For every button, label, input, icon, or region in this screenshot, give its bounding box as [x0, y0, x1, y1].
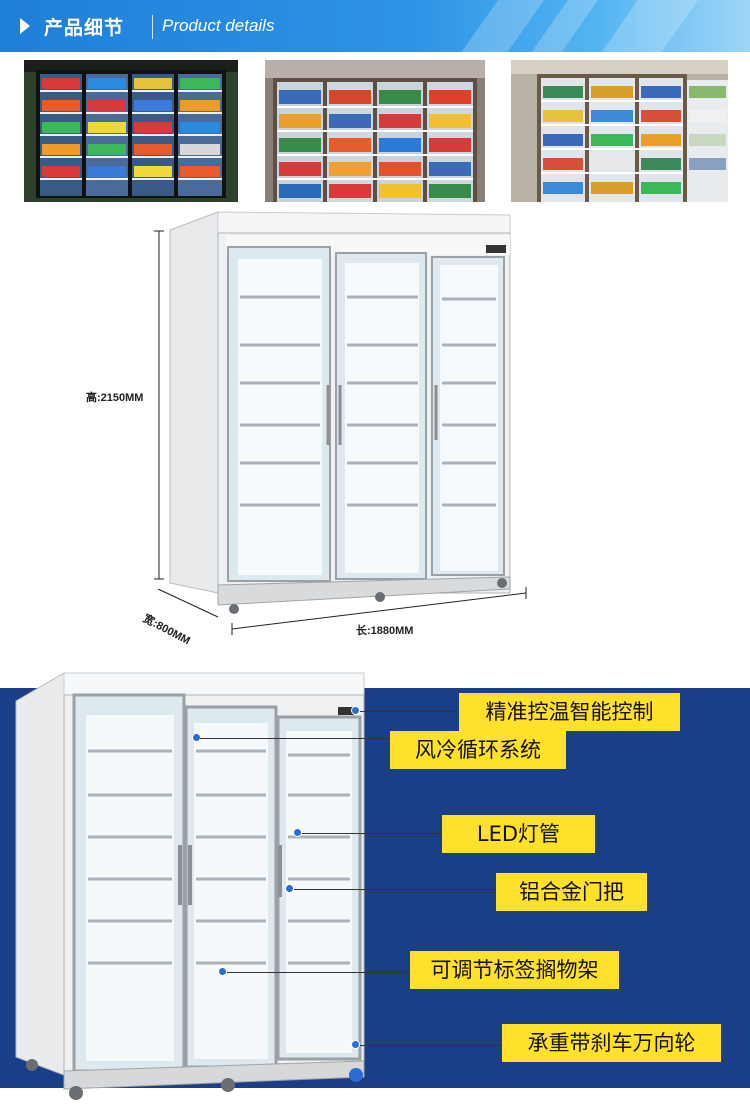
callout-leader	[294, 889, 496, 890]
callout-dot	[351, 706, 360, 715]
callout-dot	[285, 884, 294, 893]
feature-cabinet-image	[15, 672, 365, 1100]
length-dimension: 长:1880MM	[356, 625, 414, 637]
feature-label-aluminum-handle: 铝合金门把	[496, 873, 647, 911]
callout-leader	[227, 972, 410, 973]
feature-label-air-cooling: 风冷循环系统	[390, 731, 566, 769]
feature-label-caster-wheels: 承重带刹车万向轮	[502, 1024, 721, 1062]
store-photo-3	[511, 60, 728, 202]
title-divider	[152, 15, 153, 39]
feature-label-led-tube: LED灯管	[442, 815, 595, 853]
callout-dot	[351, 1040, 360, 1049]
callout-leader	[200, 738, 390, 739]
callout-dot	[192, 733, 201, 742]
callout-leader	[360, 1045, 502, 1046]
callout-leader	[360, 711, 460, 712]
feature-label-temperature-control: 精准控温智能控制	[459, 693, 680, 731]
section-title-en: Product details	[162, 16, 275, 35]
callout-dot	[218, 967, 227, 976]
callout-dot	[293, 828, 302, 837]
chevron-right-icon	[20, 18, 30, 34]
feature-label-adjustable-shelf: 可调节标签搁物架	[410, 951, 619, 989]
section-header-banner: 产品细节 Product details	[0, 0, 750, 52]
store-photo-1	[24, 60, 238, 202]
dimension-drawing	[154, 211, 527, 635]
section-title-cn: 产品细节	[44, 17, 125, 39]
store-photo-2	[265, 60, 485, 202]
callout-leader	[302, 833, 442, 834]
height-dimension: 高:2150MM	[86, 392, 144, 404]
